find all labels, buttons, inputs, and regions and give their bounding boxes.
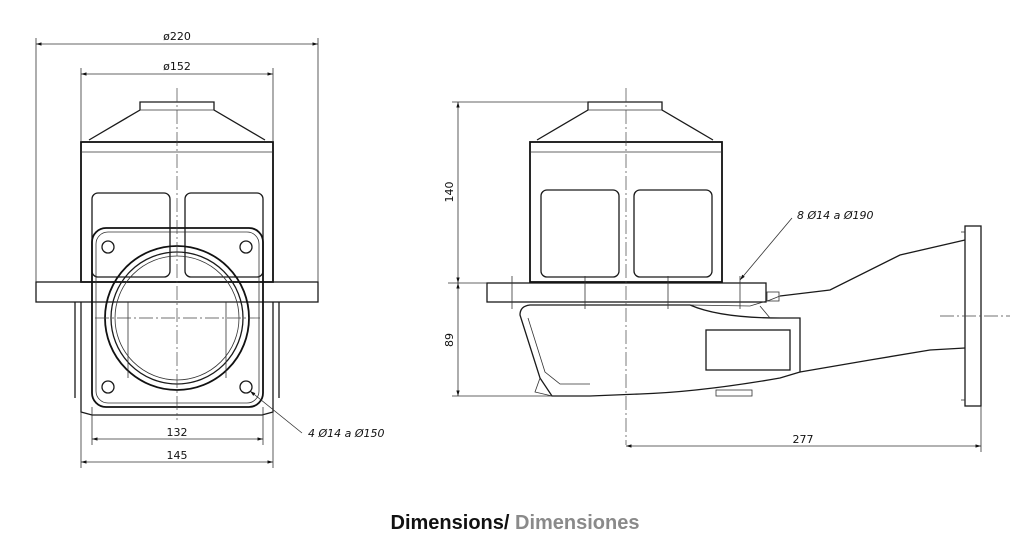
dim-side-body-height: 89 bbox=[443, 333, 456, 347]
front-flange bbox=[91, 227, 264, 408]
dim-front-flange-outer: 145 bbox=[167, 449, 188, 462]
side-base-plate bbox=[486, 282, 767, 303]
dim-front-flange-inner: 132 bbox=[167, 426, 188, 439]
front-view: ø220 ø152 132 145 4 Ø14 a Ø150 bbox=[35, 30, 385, 468]
side-junction-box bbox=[705, 329, 791, 371]
dim-front-overall-width: ø220 bbox=[163, 30, 191, 43]
front-bolt-hole bbox=[239, 240, 253, 254]
dim-side-length: 277 bbox=[793, 433, 814, 446]
side-outlet-pipe-top bbox=[779, 239, 966, 297]
front-bolt-hole bbox=[101, 380, 115, 394]
caption-spanish: Dimensiones bbox=[515, 512, 640, 534]
callout-front-holes: 4 Ø14 a Ø150 bbox=[308, 427, 385, 440]
side-body bbox=[519, 304, 801, 397]
dim-side-screen-height: 140 bbox=[443, 182, 456, 203]
caption-english: Dimensions/ bbox=[390, 512, 510, 534]
side-view: 140 89 277 8 Ø14 a Ø190 bbox=[443, 88, 1010, 452]
front-body bbox=[80, 302, 274, 416]
front-bolt-hole bbox=[101, 240, 115, 254]
caption: Dimensions/ Dimensiones bbox=[0, 512, 1030, 535]
side-cap bbox=[536, 101, 714, 141]
side-outlet-pipe-bottom bbox=[799, 347, 966, 373]
dim-front-screen-width: ø152 bbox=[163, 60, 191, 73]
callout-side-holes: 8 Ø14 a Ø190 bbox=[797, 209, 874, 222]
front-bolt-hole bbox=[239, 380, 253, 394]
